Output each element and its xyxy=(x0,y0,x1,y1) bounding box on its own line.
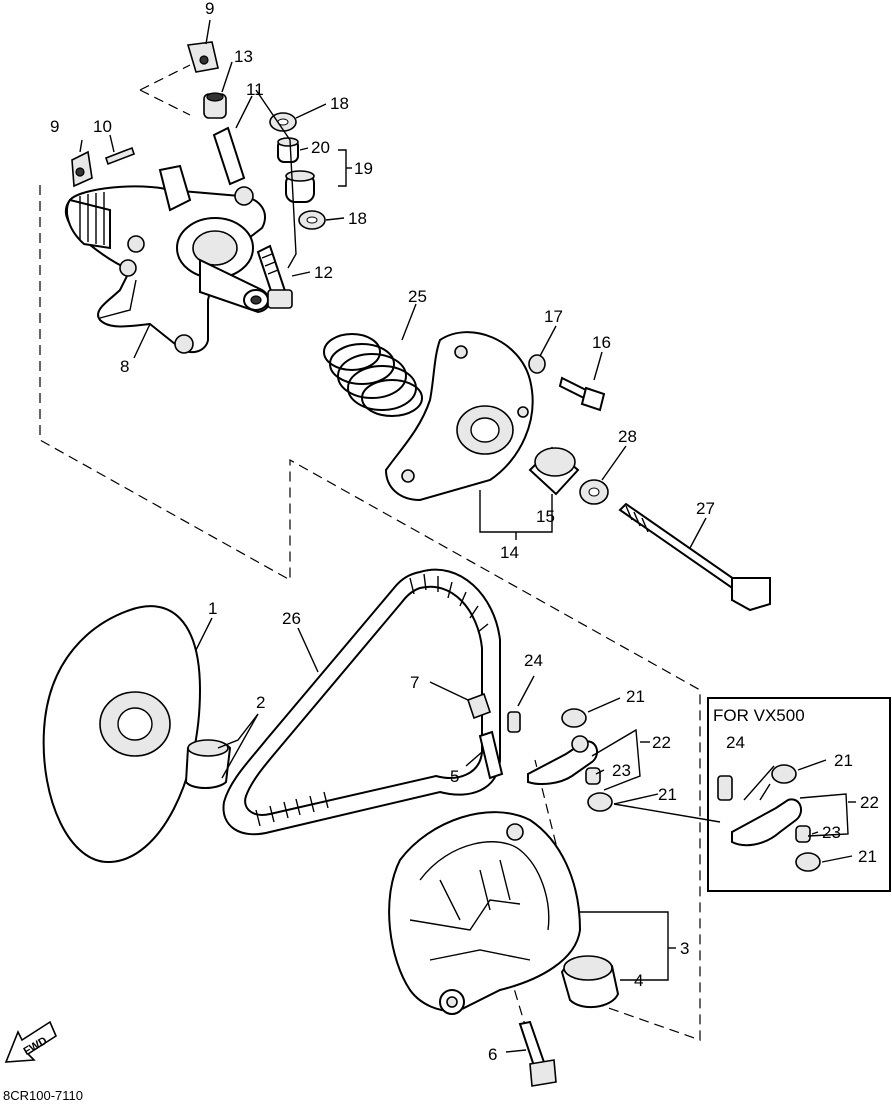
washer-part-17 xyxy=(528,354,546,374)
roller-part-19 xyxy=(285,170,315,203)
label-part-2: 2 xyxy=(256,693,265,712)
washer-part-18-top xyxy=(269,112,297,132)
label-part-27: 27 xyxy=(696,499,715,518)
vx500-label-part-21-top: 21 xyxy=(834,751,853,770)
label-part-25: 25 xyxy=(408,287,427,306)
weight-arm-part-22 xyxy=(527,735,599,785)
vx500-screw-part-24 xyxy=(717,775,733,801)
label-part-3: 3 xyxy=(680,939,689,958)
bolt-part-12 xyxy=(256,244,293,309)
label-part-9-top: 9 xyxy=(205,0,214,18)
fwd-arrow: FWD xyxy=(4,1020,58,1063)
label-part-22: 22 xyxy=(652,733,671,752)
nut-part-7 xyxy=(466,692,492,720)
vx500-washer-part-21-top xyxy=(771,764,797,784)
label-part-18-bottom: 18 xyxy=(348,209,367,228)
label-part-15: 15 xyxy=(536,507,555,526)
vx500-label-part-22: 22 xyxy=(860,793,879,812)
diagram-footer-code: 8CR100-7110 xyxy=(3,1088,83,1103)
bushing-part-4 xyxy=(560,955,620,1009)
clip-part-9-left xyxy=(71,150,93,188)
bolt-part-6 xyxy=(518,1020,557,1087)
vx500-label-part-23: 23 xyxy=(822,823,841,842)
bushing-part-20 xyxy=(277,137,299,163)
nut-part-13 xyxy=(203,92,227,119)
vx500-label-part-24: 24 xyxy=(726,733,745,752)
label-part-9-left: 9 xyxy=(50,117,59,136)
label-part-5: 5 xyxy=(450,767,459,786)
pin-part-5 xyxy=(478,730,504,780)
label-part-8: 8 xyxy=(120,357,129,376)
label-part-18-top: 18 xyxy=(330,94,349,113)
pin-part-10 xyxy=(104,146,136,166)
fixed-sheave-part-8 xyxy=(64,164,270,354)
label-part-17: 17 xyxy=(544,307,563,326)
seal-part-2 xyxy=(184,739,232,789)
vx500-box-title: FOR VX500 xyxy=(713,706,805,725)
bushing-part-15 xyxy=(528,446,580,496)
label-part-23: 23 xyxy=(612,761,631,780)
label-part-11: 11 xyxy=(246,80,264,99)
bushing-part-23 xyxy=(585,767,601,785)
label-part-13: 13 xyxy=(234,47,253,66)
sheave-disc-part-1 xyxy=(42,605,202,864)
part-labels: 9 13 11 18 9 10 20 19 18 12 25 17 16 8 2… xyxy=(50,0,879,1064)
label-part-7: 7 xyxy=(410,673,419,692)
vx500-weight-arm-part-22 xyxy=(731,798,803,847)
pin-part-11 xyxy=(212,126,246,186)
housing-part-3 xyxy=(388,811,582,1015)
bolt-part-16 xyxy=(558,376,606,412)
washer-part-28 xyxy=(579,479,609,505)
label-part-28: 28 xyxy=(618,427,637,446)
drive-belt-part-26 xyxy=(222,568,501,836)
screw-part-24 xyxy=(507,711,521,733)
vx500-label-part-21-bottom: 21 xyxy=(858,847,877,866)
leader-lines xyxy=(79,19,856,1053)
label-part-1: 1 xyxy=(208,599,217,618)
vx500-bushing-part-23 xyxy=(795,825,811,843)
label-part-10: 10 xyxy=(93,117,112,136)
label-part-19: 19 xyxy=(354,159,373,178)
bolt-part-27 xyxy=(618,502,771,612)
vx500-detail-box: FOR VX500 xyxy=(707,697,891,892)
label-part-20: 20 xyxy=(311,138,330,157)
label-part-26: 26 xyxy=(282,609,301,628)
label-part-21-top: 21 xyxy=(626,687,645,706)
label-part-21-bottom: 21 xyxy=(658,785,677,804)
spring-part-25 xyxy=(323,333,423,417)
label-part-14: 14 xyxy=(500,543,519,562)
clip-part-9-top xyxy=(186,41,219,73)
washer-part-21-bottom xyxy=(587,792,613,812)
washer-part-18-bottom xyxy=(298,210,326,230)
label-part-6: 6 xyxy=(488,1045,497,1064)
label-part-24: 24 xyxy=(524,651,543,670)
label-part-4: 4 xyxy=(634,971,643,990)
vx500-washer-part-21-bottom xyxy=(795,852,821,872)
label-part-16: 16 xyxy=(592,333,611,352)
cover-part-14 xyxy=(384,331,534,502)
washer-part-21-top xyxy=(561,708,587,728)
label-part-12: 12 xyxy=(314,263,333,282)
